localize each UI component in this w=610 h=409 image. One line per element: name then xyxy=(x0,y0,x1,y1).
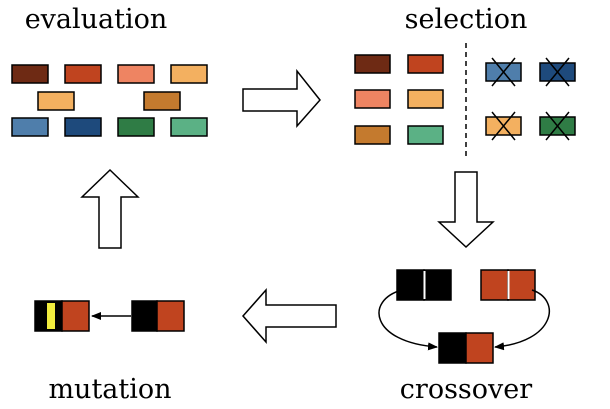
gene-block xyxy=(396,269,425,301)
selected-individual xyxy=(407,89,444,109)
crossover-curve-arrow-right xyxy=(494,289,550,351)
evaluation-individual xyxy=(170,64,208,84)
discard-cross-mark xyxy=(491,111,516,141)
crossover-label: crossover xyxy=(400,374,532,405)
selection-to-crossover-arrow xyxy=(437,171,495,249)
crossover-curve-arrow-left xyxy=(378,289,438,351)
selected-individual xyxy=(407,54,444,74)
crossover-child xyxy=(438,332,494,364)
evaluation-individual xyxy=(117,64,155,84)
evaluation-label: evaluation xyxy=(25,4,168,35)
evaluation-individual xyxy=(64,64,102,84)
selected-individual xyxy=(354,89,391,109)
gene-block xyxy=(465,332,494,364)
discarded-individual xyxy=(485,57,522,87)
gene-block xyxy=(480,269,509,301)
gene-block xyxy=(156,300,185,332)
discarded-individual xyxy=(539,111,576,141)
gene-block xyxy=(507,269,536,301)
selected-individual xyxy=(354,125,391,145)
selection-kept xyxy=(354,54,444,145)
discarded-individual xyxy=(539,57,576,87)
selected-individual xyxy=(407,125,444,145)
evaluation-individual xyxy=(117,117,155,137)
crossover-to-mutation-arrow xyxy=(241,288,337,344)
crossover-parent-b xyxy=(480,269,536,301)
evaluation-individual xyxy=(37,91,75,111)
evaluation-individual xyxy=(143,91,181,111)
mutation-to-evaluation-arrow xyxy=(80,168,140,249)
selection-label: selection xyxy=(405,4,528,35)
mutation-label: mutation xyxy=(48,374,171,405)
gene-block xyxy=(61,300,90,332)
selection-discarded xyxy=(485,57,576,141)
evaluation-individual xyxy=(11,117,49,137)
mutation-input xyxy=(131,300,185,332)
discarded-individual xyxy=(485,111,522,141)
discard-cross-mark xyxy=(545,57,570,87)
discard-cross-mark xyxy=(491,57,516,87)
evaluation-individual xyxy=(170,117,208,137)
crossover-parent-a xyxy=(396,269,452,301)
mutated-gene-marker xyxy=(47,303,55,329)
evaluation-individual xyxy=(11,64,49,84)
evaluation-individual xyxy=(64,117,102,137)
gene-block xyxy=(423,269,452,301)
selected-individual xyxy=(354,54,391,74)
gene-block xyxy=(438,332,467,364)
discard-cross-mark xyxy=(545,111,570,141)
gene-block xyxy=(131,300,158,332)
evaluation-population xyxy=(11,64,208,137)
mutation-output xyxy=(34,300,90,332)
evaluation-to-selection-arrow xyxy=(242,68,321,128)
